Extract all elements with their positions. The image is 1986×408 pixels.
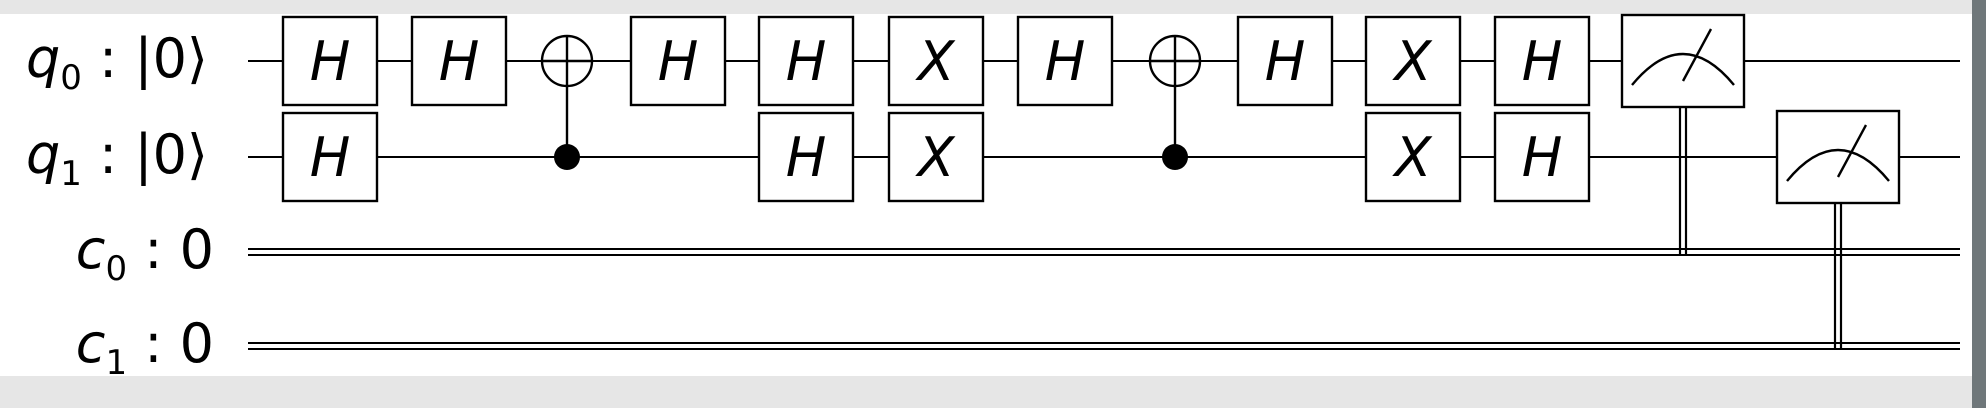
- register-index: 0: [60, 58, 82, 98]
- gate-box: [1016, 15, 1114, 107]
- gate-box: [757, 111, 855, 203]
- meter-arc: [1631, 52, 1735, 86]
- gate-label: X: [1392, 30, 1433, 93]
- gate-h-q0-col3-0: H: [629, 15, 727, 107]
- register-label-q0: q0 : |0⟩: [26, 27, 208, 98]
- gate-box: [1364, 111, 1462, 203]
- gate-box: [1364, 15, 1462, 107]
- gate-box: [887, 15, 985, 107]
- register-init: : 0: [127, 218, 214, 281]
- register-labels: q0 : |0⟩q1 : |0⟩c0 : 0c1 : 0: [26, 27, 214, 383]
- gate-x-q1-col9-1: X: [1364, 111, 1462, 203]
- gate-box: [1236, 15, 1334, 107]
- meter-arc: [1786, 148, 1890, 182]
- gate-box: [1493, 111, 1591, 203]
- register-name: c: [76, 218, 106, 281]
- gate-label: H: [310, 126, 351, 189]
- gate-h-q0-col4-0: H: [757, 15, 855, 107]
- gate-h-q0-col8-0: H: [1236, 15, 1334, 107]
- register-name: q: [26, 27, 60, 90]
- register-init: : 0: [127, 312, 214, 375]
- gate-box: [281, 111, 379, 203]
- gate-box: [887, 111, 985, 203]
- gate-h-q0-col1-0: H: [410, 15, 508, 107]
- gate-label: H: [1522, 30, 1563, 93]
- gate-h-q1-col4-1: H: [757, 111, 855, 203]
- gate-x-q1-col5-1: X: [887, 111, 985, 203]
- gate-box: [410, 15, 508, 107]
- meter-box: [1775, 109, 1901, 205]
- right-edge-strip: [1972, 0, 1986, 408]
- register-index: 0: [105, 249, 127, 289]
- measurement-q1-c1: [1775, 109, 1901, 349]
- register-name: q: [26, 123, 60, 186]
- gate-label: H: [310, 30, 351, 93]
- gate-h-q1-col0-1: H: [281, 111, 379, 203]
- cnot-control-dot: [1162, 144, 1188, 170]
- register-label-q1: q1 : |0⟩: [26, 123, 208, 194]
- gate-box: [757, 15, 855, 107]
- gate-label: H: [1522, 126, 1563, 189]
- gate-label: H: [786, 126, 827, 189]
- gate-label: H: [658, 30, 699, 93]
- meter-box: [1620, 13, 1746, 109]
- measurement-q0-c0: [1620, 13, 1746, 255]
- gate-label: H: [1045, 30, 1086, 93]
- gate-box: [1493, 15, 1591, 107]
- gate-h-q0-col0-0: H: [281, 15, 379, 107]
- register-name: c: [76, 312, 106, 375]
- gate-h-q0-col10-0: H: [1493, 15, 1591, 107]
- cnot-col2-0: [540, 34, 594, 170]
- gate-box: [281, 15, 379, 107]
- gate-label: X: [1392, 126, 1433, 189]
- meter-needle: [1836, 124, 1868, 178]
- register-index: 1: [60, 154, 82, 194]
- register-init: : |0⟩: [82, 123, 208, 186]
- register-label-c0: c0 : 0: [76, 218, 214, 289]
- gate-x-q0-col9-0: X: [1364, 15, 1462, 107]
- gate-label: X: [915, 126, 956, 189]
- register-label-c1: c1 : 0: [76, 312, 214, 383]
- meter-needle: [1681, 28, 1713, 82]
- gate-h-q0-col6-0: H: [1016, 15, 1114, 107]
- register-index: 1: [105, 343, 127, 383]
- cnot-col7-0: [1148, 34, 1202, 170]
- gate-label: H: [1265, 30, 1306, 93]
- gate-h-q1-col10-1: H: [1493, 111, 1591, 203]
- gate-label: H: [439, 30, 480, 93]
- gate-label: X: [915, 30, 956, 93]
- register-init: : |0⟩: [82, 27, 208, 90]
- cnot-control-dot: [554, 144, 580, 170]
- gate-box: [629, 15, 727, 107]
- gate-label: H: [786, 30, 827, 93]
- gate-x-q0-col5-0: X: [887, 15, 985, 107]
